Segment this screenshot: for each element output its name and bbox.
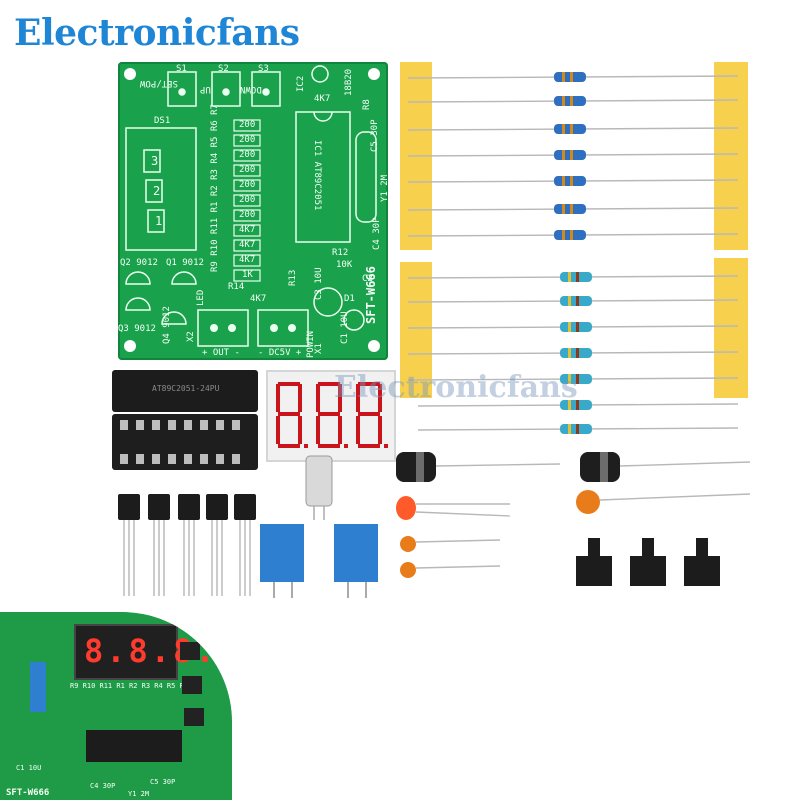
pcb-transistor-outlines: [125, 271, 197, 325]
r12-label: R12: [332, 248, 349, 258]
inset-ic: [86, 730, 182, 762]
digit-label-2: 2: [153, 184, 161, 198]
resistor-value-7: 200: [239, 210, 256, 220]
inset-terminal: [30, 662, 46, 712]
inset-c4-label: C4 30P: [90, 782, 116, 790]
resistor-value-10: 4K7: [239, 255, 256, 265]
pcb-crystal-outline: [355, 131, 377, 223]
inset-c5-label: C5 30P: [150, 778, 176, 786]
tape-right-top: [714, 62, 748, 250]
resistor-tapes: [400, 62, 748, 434]
transistor-leads: [123, 520, 251, 596]
inset-model-label: SFT-W666: [6, 788, 50, 798]
ceramic-capacitors: [400, 490, 751, 578]
brand-logo: Electronicfans: [14, 12, 300, 54]
tape-right-bottom: [714, 258, 748, 398]
pcb-silkscreen: [124, 65, 380, 352]
resistor-value-11: 1K: [242, 270, 253, 280]
r8-label: R8: [362, 99, 372, 110]
r8-value: 4K7: [314, 94, 331, 104]
r14-label: R14: [228, 282, 245, 292]
pcb-resistor-outlines: [233, 119, 261, 282]
resistor-ref-labels: R9 R10 R11 R1 R2 R3 R4 R5 R6 R7: [210, 104, 220, 272]
transistor-q1-label: Q1 9012: [166, 258, 204, 268]
pcb-board: SET/POW S1 UP S2 DOWN S3 DS1 3 2 1 R9 R1…: [118, 62, 390, 360]
inset-display: 8.8.8.: [74, 624, 215, 680]
resistor-value-4: 200: [239, 165, 256, 175]
cap-c5-label: C5 30P: [370, 119, 380, 152]
button-s2-label: UP: [200, 84, 211, 94]
r13-label: R13: [288, 269, 298, 286]
digit-label-3: 3: [151, 154, 159, 168]
inset-resistor-labels: R9 R10 R11 R1 R2 R3 R4 R5 R6 R7: [70, 682, 201, 690]
transistors: [118, 494, 256, 520]
model-label: SFT-W666: [364, 266, 378, 324]
led-component: [396, 496, 511, 520]
resistor-value-5: 200: [239, 180, 256, 190]
r14-value: 4K7: [250, 294, 267, 304]
cap-c4-label: C4 30P: [372, 217, 382, 250]
loose-components: [118, 452, 751, 598]
inset-button-1: [180, 642, 200, 660]
ic-label: IC1 AT89C2051: [312, 140, 322, 211]
watermark: Electronicfans: [334, 370, 578, 405]
seven-segment-digits: [276, 382, 388, 448]
ic-socket: [112, 414, 258, 470]
connector-x2-label: X2: [186, 331, 196, 342]
cap-c2-label: C2: [362, 274, 373, 284]
button-s1-id: S1: [176, 64, 187, 74]
resistor-value-2: 200: [239, 135, 256, 145]
led-label: LED: [196, 289, 206, 306]
display-label: DS1: [154, 116, 171, 126]
dc-label: - DC5V +: [258, 348, 302, 358]
diode-label: D1: [344, 294, 355, 304]
resistor-value-9: 4K7: [239, 240, 256, 250]
pcb-mounting-holes: [124, 68, 380, 352]
button-s2-id: S2: [218, 64, 229, 74]
inset-button-2: [182, 676, 202, 694]
chip-marking: AT89C2051-24PU: [152, 384, 220, 393]
transistor-q4-label: Q4 9012: [162, 306, 172, 344]
crystal-label: Y1 2M: [380, 174, 390, 202]
resistor-value-3: 200: [239, 150, 256, 160]
assembled-board-inset: 8.8.8. R9 R10 R11 R1 R2 R3 R4 R5 R6 R7 C…: [0, 612, 232, 800]
resistor-value-1: 200: [239, 120, 256, 130]
pcb-connectors: [197, 309, 309, 347]
push-buttons: [576, 538, 720, 586]
inset-c1-label: C1 10U: [16, 764, 42, 772]
transistor-q3-label: Q3 9012: [118, 324, 156, 334]
ic-chip: AT89C2051-24PU: [112, 370, 258, 412]
pcb-sensor-outline: [311, 65, 329, 83]
ic2-label: IC2: [296, 75, 306, 92]
terminal-blocks: [260, 524, 378, 598]
r12-value: 10K: [336, 260, 353, 270]
pcb-display-outline: [125, 127, 197, 251]
out-label: + OUT -: [202, 348, 240, 358]
pcb-buttons: [167, 71, 281, 107]
resistor-value-8: 4K7: [239, 225, 256, 235]
tape-left-bottom: [400, 262, 432, 398]
button-s1-label: SET/POW: [140, 78, 178, 88]
connector-powin-label: POWIN: [306, 330, 316, 358]
pcb-ic-outline: [295, 111, 351, 243]
pcb-cap-outlines: [313, 287, 365, 331]
resistor-value-6: 200: [239, 195, 256, 205]
transistor-q2-label: Q2 9012: [120, 258, 158, 268]
sensor-label: 18B20: [344, 68, 354, 96]
cap-c1-label: C1 10U: [340, 311, 350, 344]
button-s3-id: S3: [258, 64, 269, 74]
button-s3-label: DOWN: [240, 84, 262, 94]
resistor-bands: [562, 72, 579, 434]
digit-label-1: 1: [155, 214, 163, 228]
cap-c3-label: C3 10U: [314, 267, 324, 300]
inset-button-3: [184, 708, 204, 726]
inset-y1-label: Y1 2M: [128, 790, 150, 798]
electrolytic-capacitors: [396, 452, 751, 482]
crystal-component: [305, 455, 333, 520]
